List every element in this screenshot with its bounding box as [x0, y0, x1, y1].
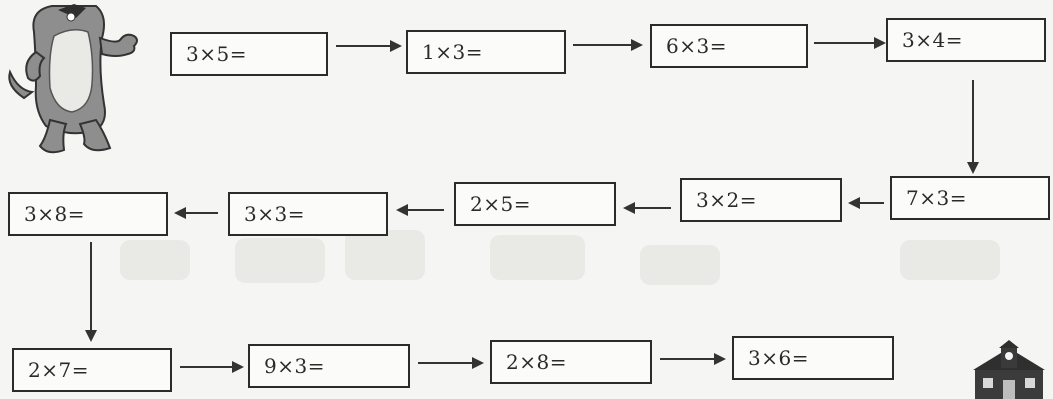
dog-mascot-icon [8, 4, 138, 154]
exercise-box: 3×2= [680, 178, 842, 222]
exercise-box: 2×8= [490, 340, 652, 384]
exercise-box: 2×7= [12, 348, 172, 392]
arrow-icon [967, 80, 979, 174]
arrow-icon [396, 204, 444, 216]
arrow-icon [623, 202, 671, 214]
arrow-icon [660, 353, 726, 365]
exercise-box: 3×8= [8, 192, 168, 236]
arrow-icon [814, 37, 886, 49]
arrow-icon [85, 242, 97, 342]
exercise-box: 3×5= [170, 32, 328, 76]
exercise-box: 6×3= [650, 24, 808, 68]
exercise-box: 9×3= [248, 344, 410, 388]
arrow-icon [180, 361, 244, 373]
arrow-icon [418, 357, 484, 369]
exercise-box: 3×3= [228, 192, 388, 236]
schoolhouse-icon [973, 340, 1045, 399]
exercise-box: 2×5= [454, 182, 616, 226]
exercise-box: 7×3= [890, 176, 1050, 220]
exercise-box: 1×3= [406, 30, 566, 74]
arrow-icon [174, 207, 218, 219]
arrow-icon [336, 40, 402, 52]
exercise-box: 3×4= [886, 18, 1046, 62]
exercise-box: 3×6= [732, 336, 894, 380]
arrow-icon [573, 39, 643, 51]
arrow-icon [848, 197, 884, 209]
